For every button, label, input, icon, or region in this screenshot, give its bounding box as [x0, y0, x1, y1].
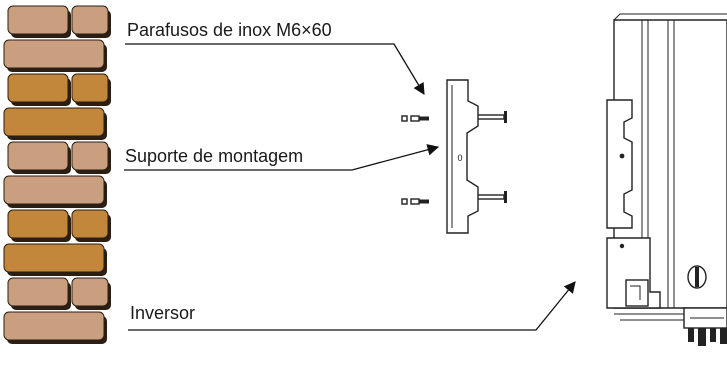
inverter-icon — [606, 13, 727, 346]
inverter-leader-arrow — [128, 281, 576, 331]
screw-top — [475, 111, 507, 123]
screws-label: Parafusos de inox M6×60 — [127, 20, 332, 40]
brick — [7, 73, 69, 103]
brick — [3, 39, 105, 69]
wall-anchor-bottom — [401, 198, 429, 205]
brick — [3, 175, 105, 205]
bracket-leader-arrow — [124, 144, 440, 171]
screw-bottom — [475, 191, 507, 203]
brick — [71, 5, 109, 35]
brick — [71, 277, 109, 307]
screws-leader-arrow — [125, 43, 425, 96]
bracket-label: Suporte de montagem — [125, 146, 303, 166]
brick — [7, 209, 69, 239]
inverter-label: Inversor — [130, 303, 195, 323]
brick — [7, 277, 69, 307]
bracket-screw-dot — [619, 153, 625, 159]
module-screw-dot — [619, 243, 625, 249]
brick — [71, 209, 109, 239]
brick — [3, 107, 105, 137]
brick — [7, 5, 69, 35]
bottom-connectors — [683, 307, 727, 346]
wall-anchor-top — [401, 115, 429, 122]
mounting-bracket-icon: 0 — [446, 79, 479, 234]
bracket-hole-label: 0 — [457, 153, 462, 163]
brick-wall-icon — [3, 5, 111, 344]
brick — [3, 311, 105, 341]
brick — [7, 141, 69, 171]
brick — [71, 73, 109, 103]
brick — [71, 141, 109, 171]
brick — [3, 243, 105, 273]
screws-group — [401, 111, 507, 205]
